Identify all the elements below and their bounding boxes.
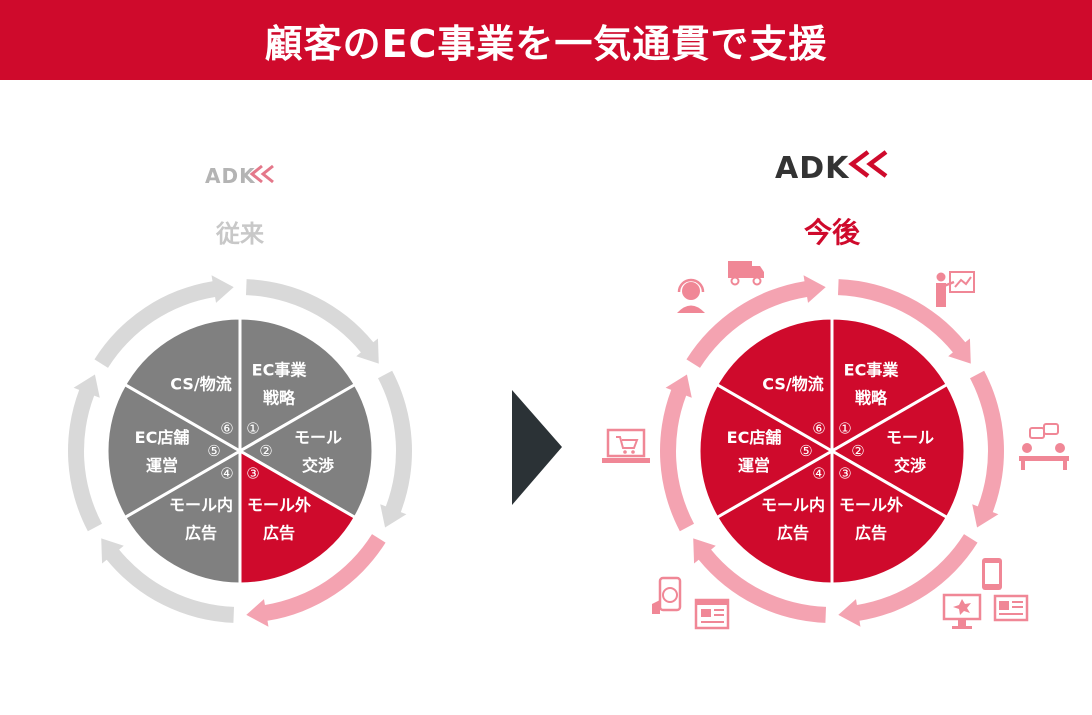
cycle-segment [714, 316, 834, 454]
newspaper-icon [993, 594, 1029, 622]
segment-label: 戦略 [855, 388, 888, 407]
segment-label: 広告 [185, 524, 217, 543]
delivery-truck-icon [728, 261, 764, 286]
cycle-arrow [837, 279, 971, 364]
meeting-icon [1019, 423, 1069, 470]
adk-logo-text: ADK [775, 151, 850, 186]
smartphone-icon [982, 558, 1002, 590]
cycle-segment [237, 382, 375, 520]
segment-label: モール [886, 428, 934, 447]
cycle-arrow [659, 374, 695, 532]
segment-label: CS/物流 [170, 374, 231, 393]
cycle-segment [122, 448, 242, 586]
segment-label: 広告 [263, 524, 295, 543]
cycle-segment [105, 382, 243, 520]
segment-label: 広告 [777, 524, 809, 543]
segment-label: CS/物流 [762, 374, 823, 393]
cycle-arrow [377, 370, 412, 528]
cycle-arrow [686, 275, 826, 368]
web-page-icon [694, 598, 730, 630]
cycle-segment [238, 448, 358, 586]
transition-arrow-icon [512, 390, 562, 505]
cycle-segment [714, 448, 834, 586]
cycle-arrow [246, 534, 386, 627]
adk-logo-mark [249, 164, 263, 184]
adk-logo-future: ADK [775, 150, 888, 186]
cycle-arrow [245, 279, 379, 364]
segment-label: 戦略 [263, 388, 296, 407]
segment-label: 交渉 [894, 456, 926, 475]
conventional-label: 従来 [215, 220, 265, 248]
adk-logo-text: ADK [205, 164, 256, 188]
segment-label: 運営 [146, 456, 178, 475]
cycle-arrow [94, 275, 234, 368]
presentation-icon [936, 271, 975, 307]
cycle-arrow [693, 538, 827, 623]
future-label: 今後 [804, 216, 861, 249]
segment-label: EC店舗 [135, 428, 190, 447]
monitor-ad-icon [942, 593, 982, 629]
cycle-segment [238, 316, 358, 454]
segment-label: 交渉 [302, 456, 334, 475]
segment-label: 広告 [855, 524, 887, 543]
segment-label: モール外 [839, 496, 903, 515]
cycle-arrow [101, 538, 235, 623]
segment-label: 運営 [738, 456, 770, 475]
segment-number: ① [838, 419, 851, 437]
segment-label: モール [294, 428, 342, 447]
cycle-segment [830, 316, 950, 454]
cycle-arrow [67, 374, 103, 532]
segment-label: EC店舗 [727, 428, 782, 447]
segment-label: モール内 [169, 496, 233, 515]
cycle-segment [829, 382, 967, 520]
cycle-arrow [838, 534, 978, 627]
segment-number: ⑤ [207, 442, 220, 460]
title-banner: 顧客のEC事業を一気通貫で支援 [0, 0, 1092, 80]
adk-logo-mark [866, 150, 888, 178]
segment-label: モール内 [761, 496, 825, 515]
adk-logo-mark [260, 164, 274, 184]
ec-shop-laptop-icon [602, 428, 650, 463]
cycle-segment [830, 448, 950, 586]
segment-label: EC事業 [252, 360, 308, 379]
mobile-shopping-icon [652, 576, 682, 614]
adk-logo-mark [848, 150, 870, 178]
adk-logo-conventional: ADK [205, 164, 274, 188]
segment-number: ④ [812, 465, 825, 483]
segment-label: モール外 [247, 496, 311, 515]
cycle-segment [697, 382, 835, 520]
cycle-segment [122, 316, 242, 454]
page-title: 顧客のEC事業を一気通貫で支援 [264, 21, 828, 66]
segment-number: ① [246, 419, 259, 437]
segment-number: ④ [220, 465, 233, 483]
segment-number: ② [851, 442, 864, 460]
segment-number: ⑥ [220, 419, 233, 437]
cycle-arrow [969, 370, 1005, 528]
segment-label: EC事業 [844, 360, 900, 379]
segment-number: ③ [246, 465, 259, 483]
customer-support-icon [677, 278, 705, 313]
segment-number: ② [259, 442, 272, 460]
segment-number: ⑤ [799, 442, 812, 460]
segment-number: ③ [838, 465, 851, 483]
segment-number: ⑥ [812, 419, 825, 437]
